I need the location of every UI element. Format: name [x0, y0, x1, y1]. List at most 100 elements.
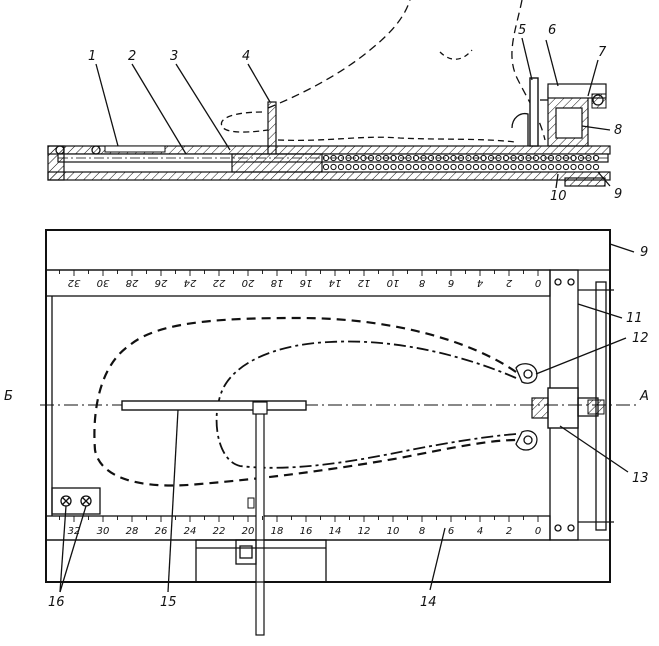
spring-coil: [442, 163, 450, 171]
callout-16: 16: [48, 595, 65, 610]
bottom-scale-label: 0: [535, 526, 541, 537]
top-scale-label: 8: [419, 277, 425, 288]
spring-coil: [405, 154, 412, 162]
top-scale-label: 24: [184, 277, 197, 288]
heel-outline-side: [511, 0, 546, 141]
spring-coil: [517, 154, 525, 162]
insole-outline: [215, 340, 517, 469]
top-scale-label: 18: [271, 277, 284, 288]
spring-coil: [352, 163, 360, 171]
spring-coil: [450, 154, 457, 162]
axis-label-right: А: [639, 389, 649, 404]
spring-coil: [525, 154, 532, 162]
spring-coil: [322, 154, 330, 162]
callout-7: 7: [598, 45, 607, 60]
top-scale-label: 28: [126, 277, 139, 288]
bottom-scale-label: 24: [184, 526, 197, 537]
slider-pointer: [247, 497, 255, 509]
spring-coil: [352, 154, 360, 162]
callout-5: 5: [518, 23, 526, 38]
rail-screw: [554, 524, 562, 532]
callout-2: 2: [128, 49, 136, 64]
bottom-scale-label: 32: [68, 526, 81, 537]
spring-coil: [345, 154, 352, 162]
top-scale-ticks: [59, 270, 539, 276]
callout-11: 11: [626, 311, 643, 326]
spring-coil: [547, 154, 555, 162]
top-scale-label: 22: [213, 277, 226, 288]
spring-coil: [495, 154, 502, 162]
side-section-view: [47, 0, 611, 187]
spring-coil: [330, 154, 337, 162]
bottom-scale-label: 6: [448, 526, 454, 537]
clamp-jaw: [531, 397, 549, 419]
slider-clamp: [235, 539, 257, 565]
bottom-plate: [47, 171, 611, 181]
spring-coil: [510, 154, 517, 162]
bottom-scale-label: 18: [271, 526, 284, 537]
top-scale-label: 30: [97, 277, 110, 288]
bottom-scale-label: 22: [213, 526, 226, 537]
bottom-foot-block: [564, 177, 606, 187]
spring-coil: [412, 154, 420, 162]
slider-clamp-inner: [239, 545, 253, 559]
top-scale-label: 32: [68, 277, 81, 288]
spring-coil: [405, 163, 412, 171]
spring-coil: [465, 154, 472, 162]
mechanism-inner: [555, 107, 583, 139]
spring-coil: [397, 163, 405, 171]
callout-13: 13: [632, 471, 649, 486]
callout-15: 15: [160, 595, 177, 610]
spring-coil: [322, 163, 330, 171]
bottom-scale-ticks: [59, 516, 539, 522]
spring-coil: [360, 163, 367, 171]
top-scale-label: 0: [535, 277, 541, 288]
spring-coil: [495, 163, 502, 171]
spring-coil: [382, 154, 390, 162]
mechanism-side-plate: [591, 93, 607, 109]
measuring-slider-bar: [121, 400, 307, 411]
spring-coil: [487, 163, 495, 171]
spring-coil: [547, 163, 555, 171]
bottom-scale-label: 16: [300, 526, 313, 537]
spring-coil: [457, 154, 465, 162]
spring-coil: [375, 163, 382, 171]
base-block: [195, 539, 327, 583]
spring-coil: [525, 163, 532, 171]
top-scale-strip: [45, 269, 551, 297]
heel-clamp-block: [547, 387, 579, 429]
spring-coil: [540, 163, 547, 171]
spring-coil: [517, 163, 525, 171]
bottom-scale-label: 28: [126, 526, 139, 537]
ankle-mark: [439, 49, 473, 60]
spring-coil: [367, 154, 375, 162]
foot-outline-side: [267, 0, 411, 109]
rail-screw: [567, 278, 575, 286]
callout-9-side: 9: [614, 187, 622, 202]
spring-coil: [532, 163, 540, 171]
spring-coil: [397, 154, 405, 162]
bottom-scale-label: 10: [387, 526, 400, 537]
callout-3: 3: [170, 49, 178, 64]
top-scale-label: 2: [506, 277, 512, 288]
spring-coil: [502, 163, 510, 171]
sole-outline-side: [277, 136, 516, 143]
spring-coil: [562, 154, 570, 162]
callout-14: 14: [420, 595, 437, 610]
callout-leaders: [59, 37, 635, 593]
toe-outline-side: [220, 111, 269, 133]
bottom-scale-strip: [45, 515, 551, 541]
spring-coil: [382, 163, 390, 171]
spring-coil: [592, 163, 600, 171]
heel-roller-upper: [515, 363, 538, 384]
spring-coil: [420, 154, 427, 162]
top-scale-label: 26: [155, 277, 168, 288]
spring-coil: [585, 163, 592, 171]
spring-coil: [570, 154, 577, 162]
callout-6: 6: [548, 23, 556, 38]
top-scale-label: 14: [329, 277, 342, 288]
spring-coil: [540, 154, 547, 162]
spring-coil: [465, 163, 472, 171]
